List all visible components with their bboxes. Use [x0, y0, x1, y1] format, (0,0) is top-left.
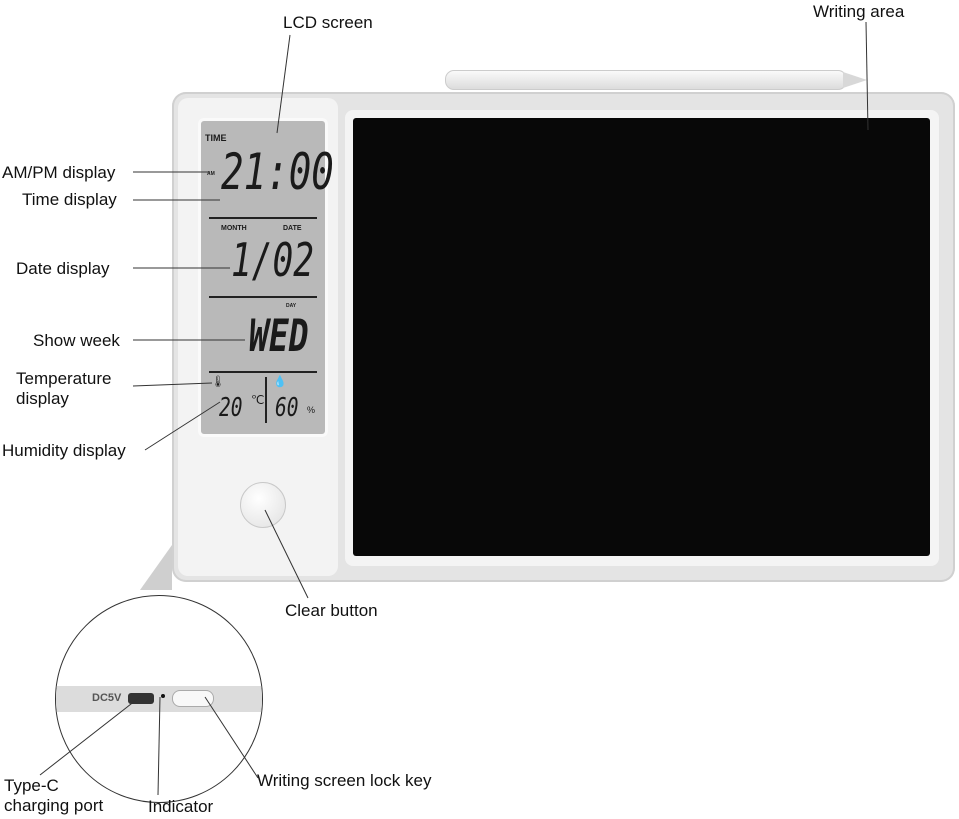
label-temperature-1: Temperature: [16, 369, 112, 388]
thermometer-icon: 🌡: [211, 376, 225, 388]
label-ampm: AM/PM display: [2, 163, 116, 182]
droplet-icon: 💧: [273, 376, 287, 388]
label-typec-2: charging port: [4, 796, 104, 815]
month-label: MONTH: [221, 225, 247, 232]
divider: [209, 296, 317, 298]
callout-wedge: [140, 545, 172, 590]
label-clear: Clear button: [285, 601, 378, 620]
clear-button[interactable]: [240, 482, 286, 528]
leader-line: [264, 509, 309, 599]
leader-line: [39, 696, 141, 776]
label-temperature-2: display: [16, 389, 69, 408]
lcd-screen: TIME AM 21:00 MONTH DATE 1/02 DAY WED 🌡 …: [198, 118, 334, 437]
date-value: 1/02: [231, 233, 315, 287]
label-typec-1: Type-C: [4, 776, 59, 795]
writing-area[interactable]: [353, 118, 930, 556]
leader-line: [144, 401, 221, 451]
leader-line: [204, 696, 259, 779]
date-label: DATE: [283, 225, 302, 232]
day-label: DAY: [286, 303, 297, 309]
lock-switch[interactable]: [172, 690, 214, 707]
divider: [265, 377, 267, 423]
leader-line: [132, 382, 213, 387]
divider: [209, 217, 317, 219]
indicator-light: [161, 694, 165, 698]
label-time: Time display: [22, 190, 117, 209]
type-c-port[interactable]: [128, 693, 154, 704]
temperature-value: 20: [219, 393, 243, 423]
label-lcd-screen: LCD screen: [283, 13, 373, 32]
temperature-unit: ℃: [251, 393, 265, 407]
label-writing-area: Writing area: [813, 2, 905, 21]
time-value: 21:00: [221, 143, 334, 201]
label-week: Show week: [33, 331, 120, 350]
label-indicator: Indicator: [148, 797, 214, 816]
leader-line: [276, 34, 291, 134]
leader-line: [865, 21, 869, 131]
day-value: WED: [249, 311, 309, 362]
stylus-tip: [843, 72, 867, 88]
humidity-unit: %: [307, 405, 316, 415]
leader-line: [157, 696, 161, 796]
time-label: TIME: [205, 133, 227, 143]
humidity-value: 60: [275, 393, 299, 423]
ampm-indicator: AM: [207, 171, 215, 177]
tablet-edge: DC5V: [56, 686, 262, 712]
divider: [209, 371, 317, 373]
label-lock: Writing screen lock key: [257, 771, 432, 790]
label-date: Date display: [16, 259, 110, 278]
label-humidity: Humidity display: [2, 441, 126, 460]
port-label: DC5V: [92, 692, 122, 704]
